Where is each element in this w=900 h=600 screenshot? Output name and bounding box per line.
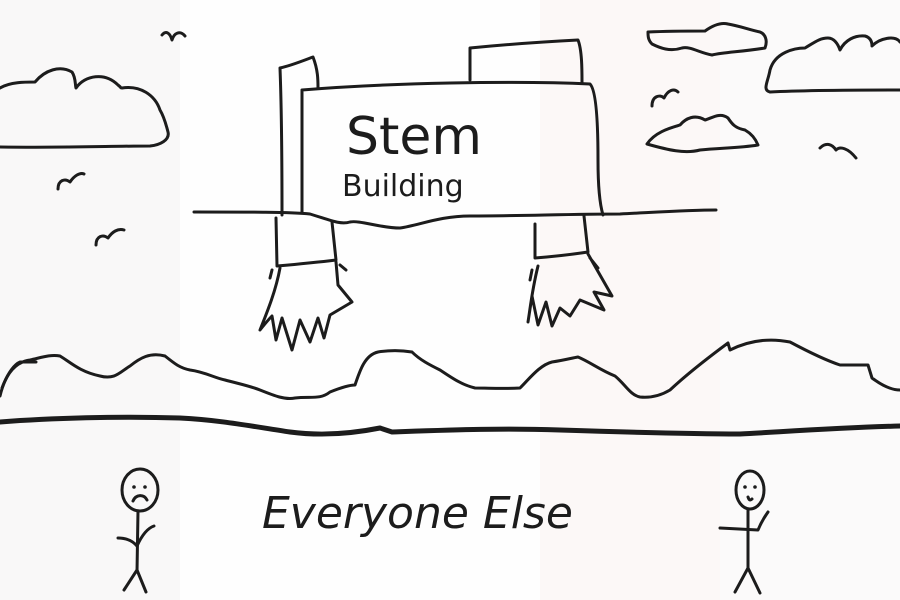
cloud-left bbox=[0, 67, 170, 149]
sign-board bbox=[300, 80, 605, 217]
ground-line-top bbox=[192, 208, 718, 230]
sign-subtitle: Building bbox=[342, 169, 464, 204]
bird-icon bbox=[94, 228, 126, 247]
sign-root-left bbox=[258, 216, 354, 352]
cloud-top-right-small bbox=[646, 22, 768, 57]
sign-post-left-top bbox=[278, 55, 320, 217]
stick-figure-right bbox=[718, 469, 770, 595]
bird-icon bbox=[160, 31, 187, 42]
sign-root-right bbox=[526, 214, 614, 328]
caption-text: Everyone Else bbox=[262, 488, 573, 539]
sign-title: Stem bbox=[346, 107, 482, 167]
cloud-mid-right bbox=[645, 113, 760, 154]
bird-icon bbox=[56, 172, 86, 191]
stick-figure-left bbox=[116, 467, 160, 594]
bird-icon bbox=[818, 142, 858, 160]
hills-line bbox=[0, 338, 900, 400]
sign-post-right-top bbox=[468, 38, 584, 84]
background-band-middle bbox=[180, 0, 540, 600]
ground-line-bottom bbox=[0, 414, 900, 437]
cloud-top-right-large bbox=[764, 34, 900, 94]
background-band-left bbox=[0, 0, 180, 600]
bird-icon bbox=[650, 88, 680, 108]
background-band-right bbox=[540, 0, 720, 600]
